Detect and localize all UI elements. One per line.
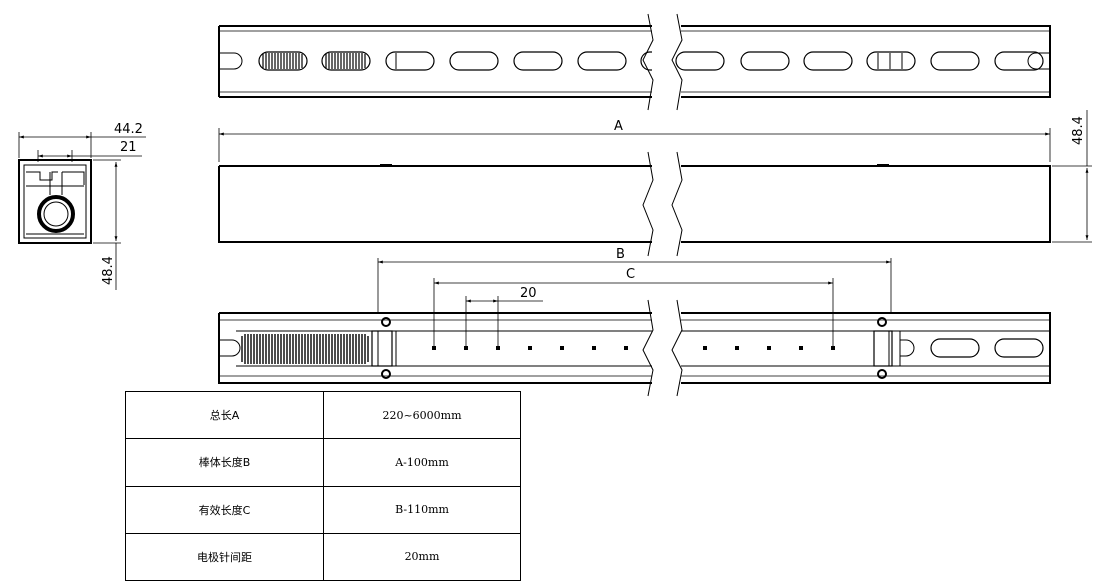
spec-value: A-100mm (323, 438, 521, 487)
table-row: 总长A 220~6000mm (125, 390, 521, 440)
dim-height-side: 48.4 (101, 256, 116, 285)
spec-value: 220~6000mm (323, 390, 521, 440)
dimension-a (218, 128, 1051, 162)
dim-label-b: B (616, 247, 625, 262)
dim-pitch: 20 (520, 286, 537, 301)
dim-label-a: A (614, 119, 623, 134)
dimension-b (377, 258, 892, 314)
spec-value: B-110mm (323, 485, 521, 534)
table-row: 棒体长度B A-100mm (125, 438, 521, 487)
dim-width-inner: 21 (120, 140, 137, 155)
front-view (218, 151, 1051, 257)
front-height-dimension (1052, 110, 1092, 243)
dim-width-total: 44.2 (114, 122, 143, 137)
spec-value: 20mm (323, 532, 521, 582)
dimension-pitch (465, 296, 543, 346)
cross-section-view (18, 159, 92, 244)
cross-section-dimensions (18, 132, 146, 290)
dim-height-front: 48.4 (1071, 116, 1086, 145)
spec-label: 有效长度C (125, 485, 324, 534)
spec-label: 电极针间距 (125, 532, 324, 582)
table-row: 电极针间距 20mm (125, 532, 521, 582)
top-view-hatching (262, 53, 366, 69)
electrode-bar-view (218, 299, 1051, 397)
table-row: 有效长度C B-110mm (125, 485, 521, 534)
spec-table: 总长A 220~6000mm 棒体长度B A-100mm 有效长度C B-110… (125, 390, 521, 582)
spring-coil (241, 334, 369, 364)
spec-label: 棒体长度B (125, 438, 324, 487)
break-lines-top (642, 13, 683, 111)
spec-label: 总长A (125, 390, 324, 440)
top-view (218, 25, 1051, 98)
dim-label-c: C (626, 267, 635, 282)
electrode-pins (432, 346, 835, 350)
